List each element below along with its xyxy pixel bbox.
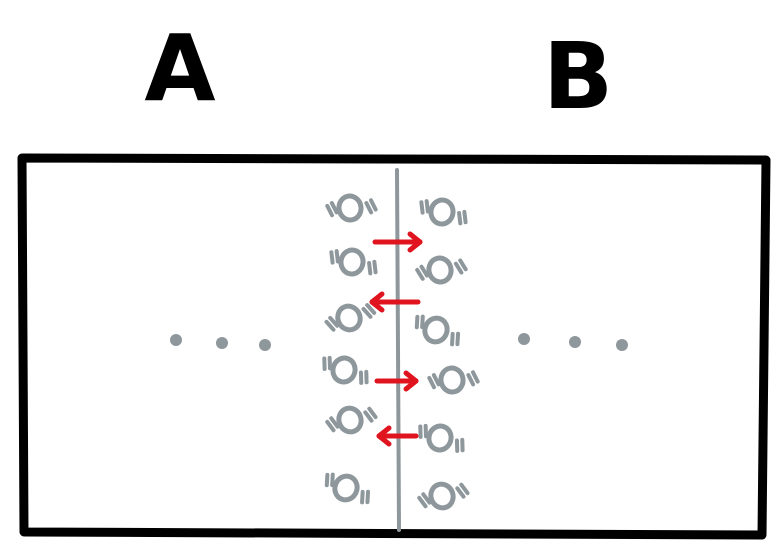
particles-left-group <box>322 193 378 505</box>
particle-right-2 <box>415 255 468 285</box>
particle-left-3 <box>324 303 377 333</box>
ellipsis-left <box>170 334 271 351</box>
ellipsis-dot-right-2 <box>569 336 581 348</box>
transfer-arrow-4 <box>376 425 419 447</box>
particle-left-2 <box>329 247 378 277</box>
region-label-b: B <box>543 23 613 130</box>
ellipsis-dot-left-2 <box>216 337 228 349</box>
transfer-arrow-1 <box>372 231 423 253</box>
particle-left-6 <box>324 472 371 505</box>
ellipsis-dot-left-3 <box>259 339 271 351</box>
transfer-arrow-2 <box>369 291 421 313</box>
transfer-arrows-group <box>369 231 423 447</box>
ellipsis-dot-right-1 <box>518 333 530 345</box>
particle-right-6 <box>417 481 470 511</box>
region-label-a: A <box>144 15 215 122</box>
particle-left-1 <box>325 193 378 223</box>
particle-left-5 <box>325 405 378 435</box>
particle-right-3 <box>414 314 461 347</box>
ellipsis-dot-right-3 <box>616 339 628 351</box>
ellipsis-right <box>518 333 628 351</box>
transfer-arrow-3 <box>374 370 419 392</box>
particles-right-group <box>414 197 480 511</box>
particle-right-5 <box>418 423 465 453</box>
membrane-divider <box>395 168 401 532</box>
particle-right-4 <box>427 365 480 395</box>
particle-right-1 <box>419 197 468 227</box>
container-box <box>17 153 771 540</box>
ellipsis-dot-left-1 <box>170 334 182 346</box>
particle-left-4 <box>322 355 369 385</box>
